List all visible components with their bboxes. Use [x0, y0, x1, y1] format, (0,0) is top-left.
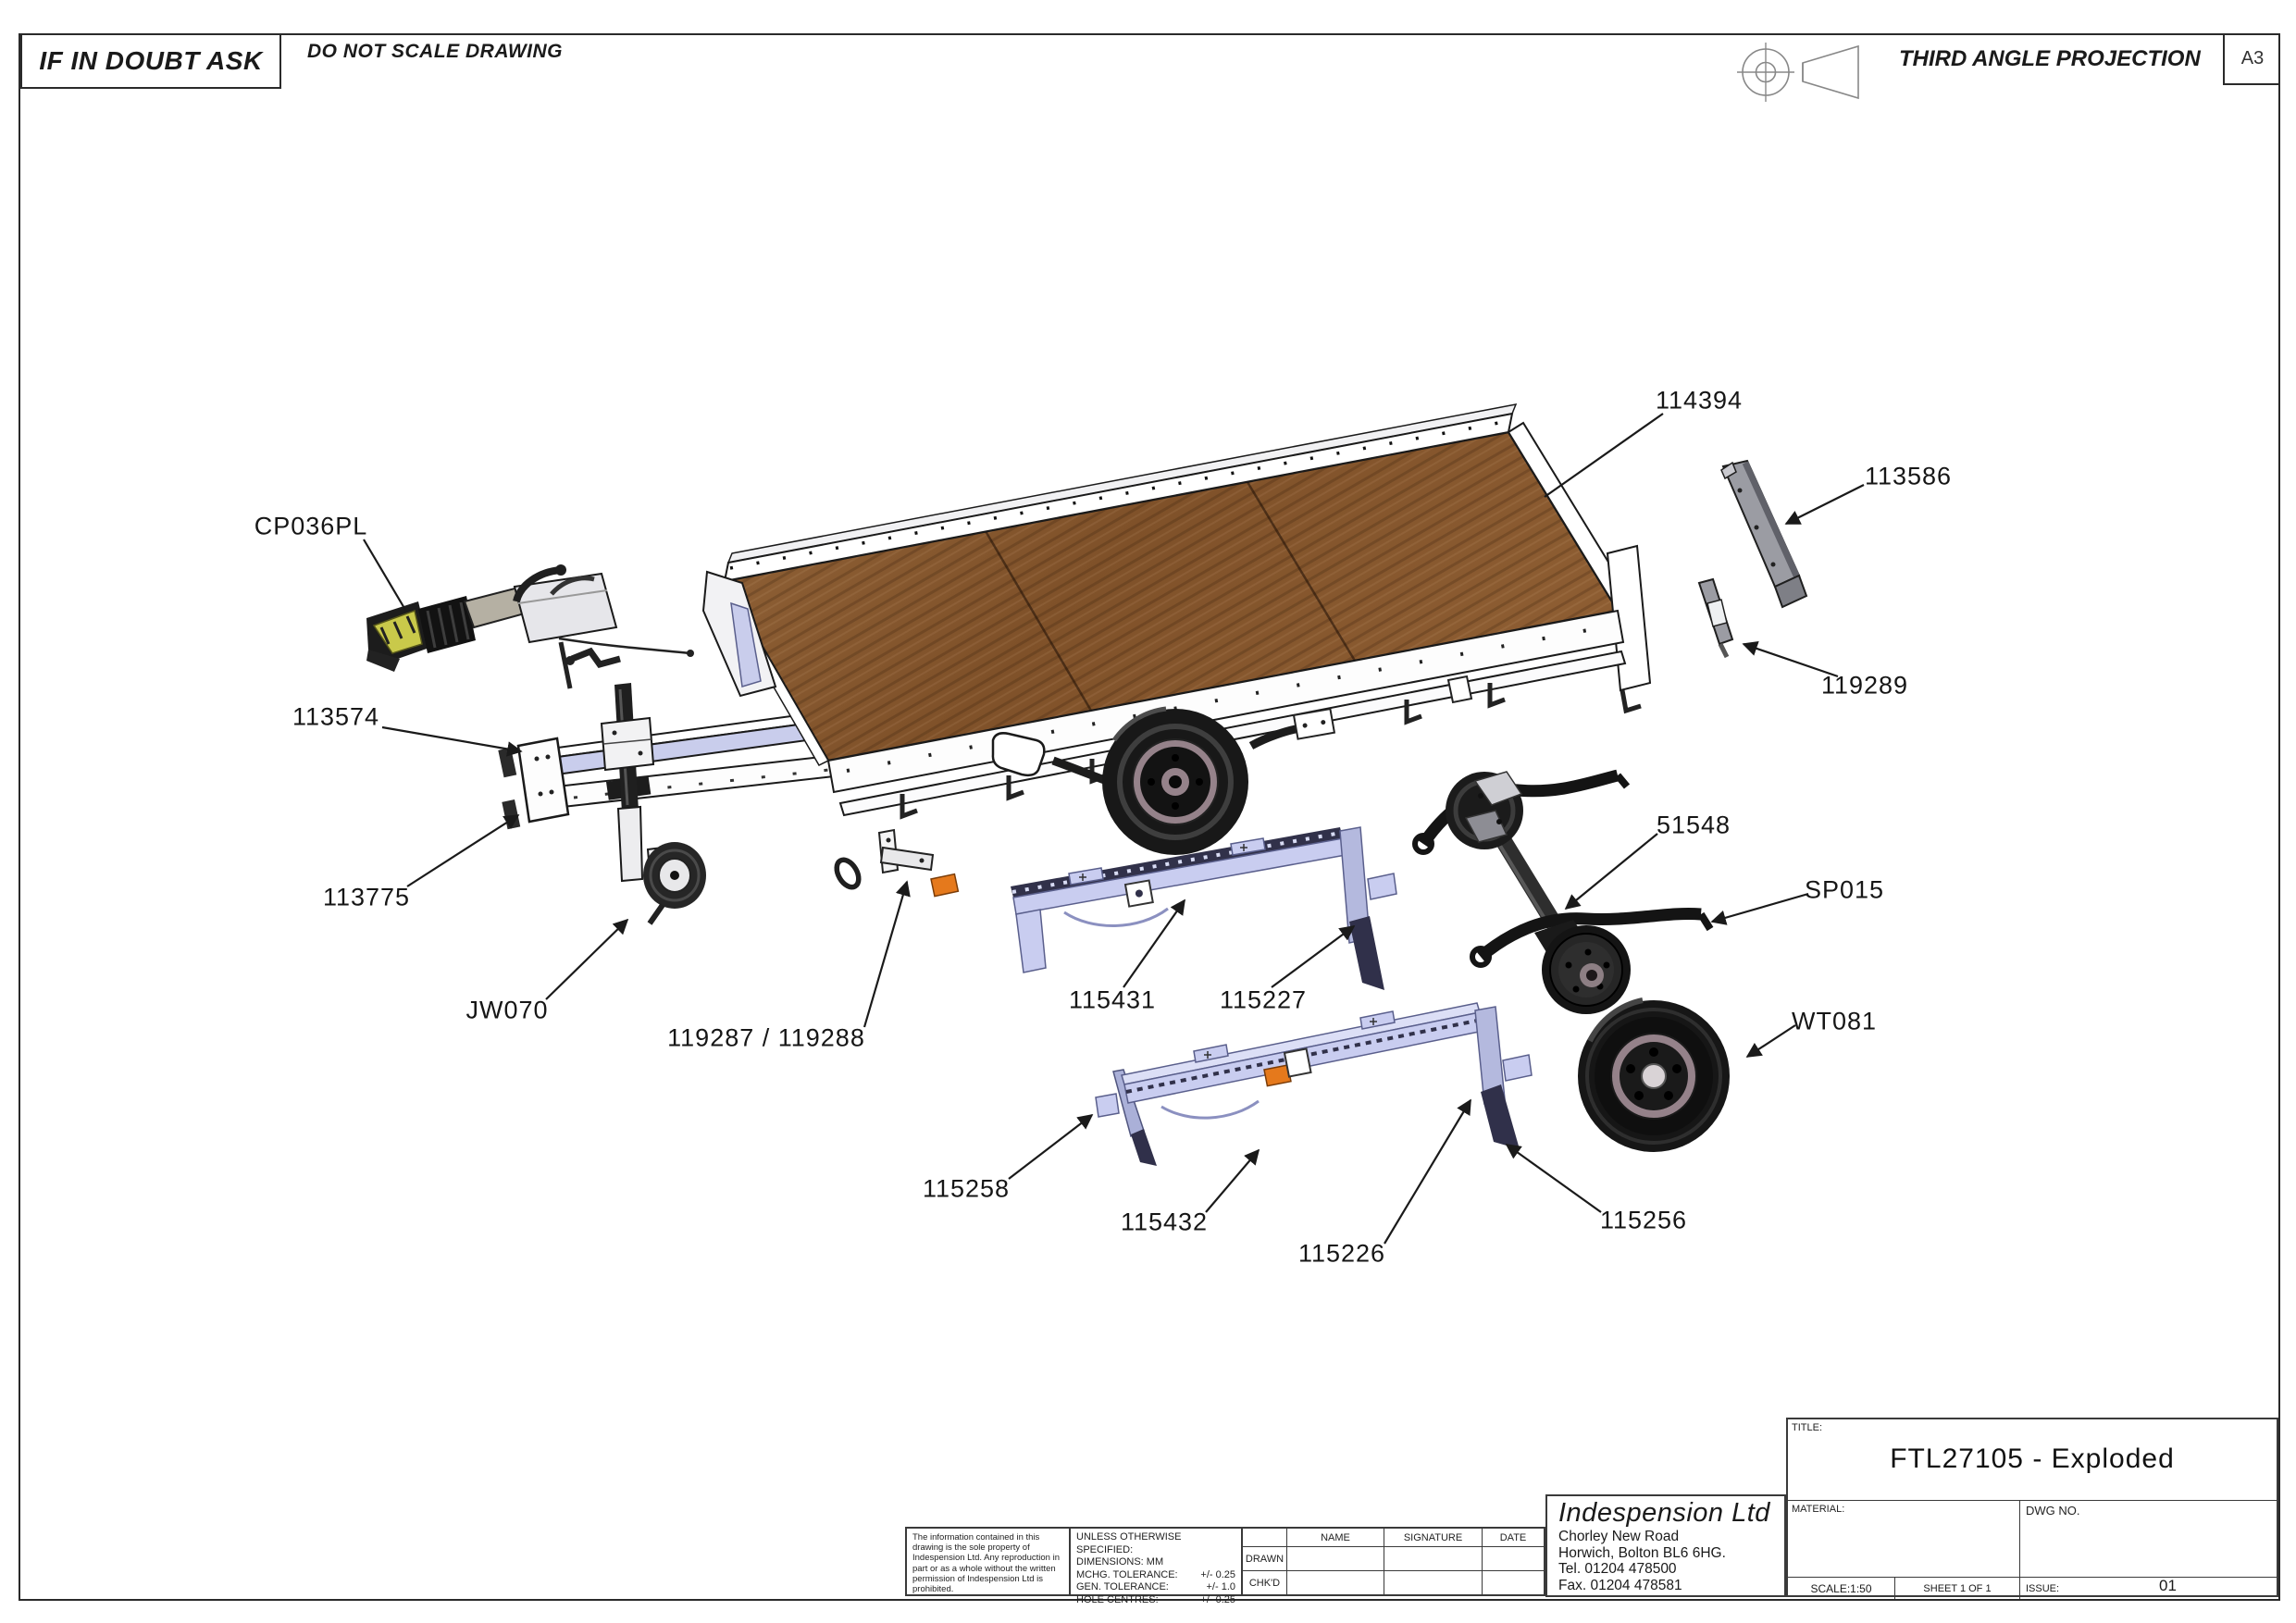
company-name: Indespension Ltd: [1558, 1498, 1770, 1528]
signoff-col-signature: SIGNATURE: [1384, 1529, 1483, 1547]
spec-label: MCHG. TOLERANCE:: [1076, 1568, 1178, 1580]
signoff-cell: [1384, 1547, 1483, 1571]
spec-label: DIMENSIONS: MM: [1076, 1556, 1164, 1568]
sheet-cell: SHEET 1 OF 1: [1895, 1578, 2020, 1599]
company-address-line: Horwich, Bolton BL6 6HG.: [1558, 1544, 1726, 1561]
signoff-corner-cell: [1243, 1529, 1287, 1547]
spec-value: +/- 0.25: [1200, 1568, 1235, 1580]
disclaimer-text: The information contained in this drawin…: [912, 1532, 1060, 1595]
spec-label: HOLE CENTRES:: [1076, 1593, 1159, 1605]
signoff-table: NAME SIGNATURE DATE DRAWN CHK'D: [1243, 1527, 1545, 1596]
if-in-doubt-text: IF IN DOUBT ASK: [39, 46, 263, 75]
title-block: TITLE: FTL27105 - Exploded MATERIAL: DWG…: [1786, 1418, 2278, 1599]
spec-heading: UNLESS OTHERWISE SPECIFIED:: [1076, 1531, 1182, 1555]
material-cell: MATERIAL:: [1788, 1501, 2020, 1577]
material-label: MATERIAL:: [1792, 1504, 1845, 1515]
material-dwg-row: MATERIAL: DWG NO.: [1788, 1501, 2277, 1578]
signoff-cell: [1287, 1547, 1384, 1571]
dwg-no-label: DWG NO.: [2026, 1504, 2080, 1518]
sheet-border: [19, 33, 2280, 1601]
title-label: TITLE:: [1792, 1422, 1823, 1433]
signoff-row-chkd: CHK'D: [1243, 1571, 1287, 1594]
paper-size-label: A3: [2240, 47, 2265, 68]
spec-label: GEN. TOLERANCE:: [1076, 1581, 1169, 1593]
if-in-doubt-box: IF IN DOUBT ASK: [20, 33, 281, 89]
do-not-scale-note: DO NOT SCALE DRAWING: [307, 41, 563, 62]
third-angle-projection-icon: [1737, 43, 1859, 102]
scale-sheet-issue-row: SCALE:1:50 SHEET 1 OF 1 ISSUE: 01: [1788, 1577, 2277, 1599]
issue-cell: ISSUE: 01: [2020, 1577, 2277, 1599]
drawing-title: FTL27105 - Exploded: [1890, 1443, 2175, 1474]
company-phone: Tel. 01204 478500: [1558, 1561, 1677, 1577]
signoff-cell: [1483, 1571, 1544, 1594]
issue-value: 01: [2159, 1577, 2177, 1594]
company-address-line: Chorley New Road: [1558, 1529, 1680, 1544]
company-fax: Fax. 01204 478581: [1558, 1577, 1682, 1593]
paper-size-box: A3: [2223, 33, 2280, 85]
disclaimer-box: The information contained in this drawin…: [905, 1527, 1071, 1596]
scale-cell: SCALE:1:50: [1788, 1578, 1895, 1599]
signoff-col-date: DATE: [1483, 1529, 1544, 1547]
issue-label: ISSUE:: [2026, 1582, 2060, 1594]
leader-lines: [363, 413, 1865, 1245]
spec-value: +/- 0.25: [1200, 1593, 1235, 1605]
spec-value: +/- 1.0: [1206, 1581, 1236, 1593]
signoff-col-name: NAME: [1287, 1529, 1384, 1547]
signoff-cell: [1384, 1571, 1483, 1594]
title-row: TITLE: FTL27105 - Exploded: [1788, 1419, 2277, 1501]
signoff-cell: [1287, 1571, 1384, 1594]
tolerance-spec-box: UNLESS OTHERWISE SPECIFIED: DIMENSIONS: …: [1071, 1527, 1243, 1605]
signoff-row-drawn: DRAWN: [1243, 1547, 1287, 1571]
signoff-cell: [1483, 1547, 1544, 1571]
dwg-no-cell: DWG NO.: [2020, 1501, 2277, 1577]
third-angle-projection-label: THIRD ANGLE PROJECTION: [1899, 46, 2201, 71]
company-box: Indespension Ltd Chorley New Road Horwic…: [1545, 1494, 1786, 1597]
